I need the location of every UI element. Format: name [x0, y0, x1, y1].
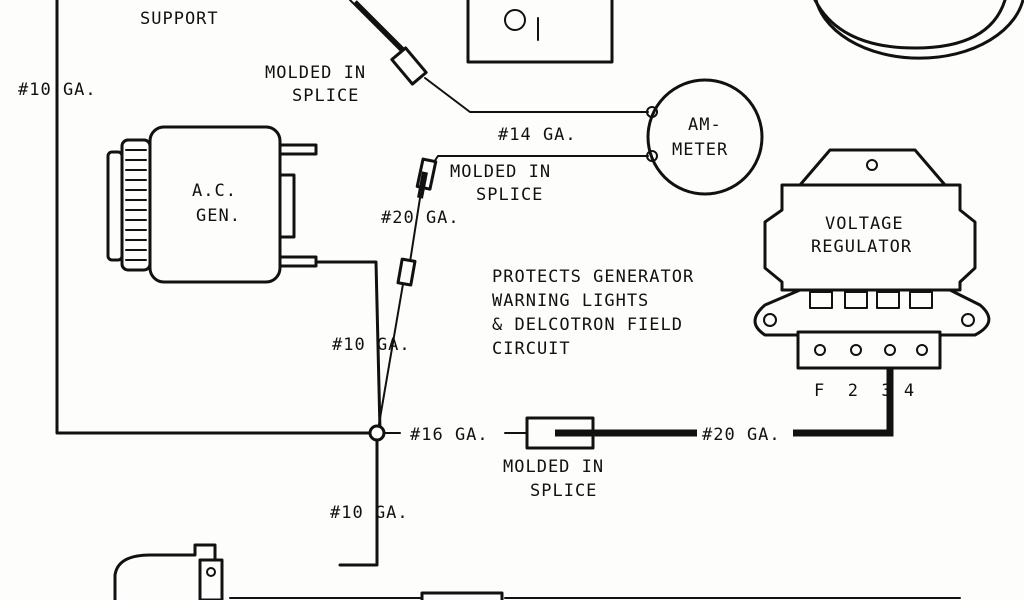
label-gen-2: GEN. — [196, 206, 241, 226]
label-splice-top-2: SPLICE — [292, 86, 359, 106]
label-splice-mid-1: MOLDED IN — [450, 162, 551, 182]
label-gen-1: A.C. — [192, 181, 237, 201]
switch-circle — [504, 9, 526, 31]
label-splice-mid-2: SPLICE — [476, 185, 543, 205]
wire-junction-down — [338, 438, 379, 567]
terminal-3 — [884, 344, 896, 356]
regulator-slot-2 — [844, 291, 868, 309]
wire-mid-10ga — [377, 283, 404, 431]
ammeter-terminal-top — [646, 106, 658, 118]
label-support: SUPPORT — [140, 9, 219, 29]
junction-node — [368, 424, 386, 442]
bottom-left-component — [113, 543, 217, 600]
label-note-1: PROTECTS GENERATOR — [492, 267, 694, 287]
label-gauge-20-upper: #20 GA. — [381, 208, 460, 228]
bottom-center-box — [420, 591, 504, 600]
wire-to-regulator — [793, 352, 894, 437]
splice-mid-lower — [396, 257, 417, 287]
label-gauge-10-mid: #10 GA. — [332, 335, 411, 355]
generator-side-plate — [278, 173, 296, 239]
wire-generator-out — [314, 260, 382, 432]
label-ammeter-1: AM- — [688, 115, 722, 135]
wire-mid-20ga — [409, 197, 421, 263]
splice-top — [390, 46, 428, 86]
regulator-terminal-block — [796, 330, 942, 370]
label-gauge-16: #16 GA. — [410, 425, 489, 445]
terminal-2 — [850, 344, 862, 356]
label-regulator-2: REGULATOR — [811, 237, 912, 257]
regulator-slot-4 — [909, 291, 933, 309]
label-gauge-14: #14 GA. — [498, 125, 577, 145]
regulator-mount-right — [961, 313, 975, 327]
label-splice-bot-1: MOLDED IN — [503, 457, 604, 477]
label-note-3: & DELCOTRON FIELD — [492, 315, 683, 335]
bottom-left-terminal-hole — [206, 567, 216, 577]
generator-body — [148, 125, 282, 284]
regulator-base — [753, 288, 991, 337]
generator-pulley-edge — [106, 150, 124, 262]
switch-box — [466, 0, 614, 64]
wire-left-main — [55, 0, 377, 435]
regulator-cap-hole — [866, 159, 878, 171]
label-terminals: F 2 3 4 — [814, 381, 915, 401]
regulator-body — [763, 183, 977, 292]
regulator-slot-1 — [809, 291, 833, 309]
wire-splice-to-ammeter — [424, 77, 649, 113]
generator-pulley-ribs — [125, 149, 147, 261]
generator-terminal-top — [278, 143, 318, 156]
bottom-left-terminal — [198, 558, 224, 600]
label-gauge-10-bottom: #10 GA. — [330, 503, 409, 523]
label-note-2: WARNING LIGHTS — [492, 291, 649, 311]
regulator-slot-3 — [876, 291, 900, 309]
round-component — [814, 0, 1024, 60]
label-ammeter-2: METER — [672, 140, 728, 160]
terminal-f — [814, 344, 826, 356]
round-component-edge — [813, 0, 1007, 50]
wire-top-splice-heavy — [353, 0, 407, 54]
label-note-4: CIRCUIT — [492, 339, 571, 359]
label-gauge-20-lower: #20 GA. — [702, 425, 781, 445]
generator-terminal-bottom — [278, 255, 318, 268]
ammeter — [646, 78, 764, 196]
regulator-mount-left — [763, 313, 777, 327]
label-splice-top-1: MOLDED IN — [265, 63, 366, 83]
label-gauge-left: #10 GA. — [18, 80, 97, 100]
terminal-4 — [916, 344, 928, 356]
label-regulator-1: VOLTAGE — [825, 214, 904, 234]
wire-mid-heavy — [417, 171, 428, 199]
regulator-cap — [798, 148, 947, 187]
label-splice-bot-2: SPLICE — [530, 481, 597, 501]
